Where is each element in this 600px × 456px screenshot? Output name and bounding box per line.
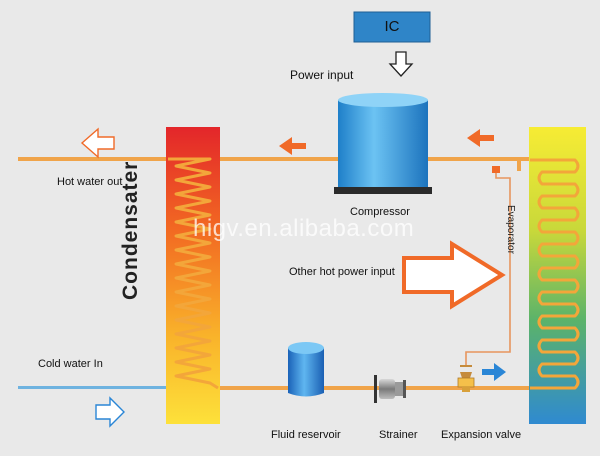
compressor <box>334 93 432 194</box>
other-hot-power-input-label: Other hot power input <box>289 266 395 278</box>
expansion-valve <box>457 365 475 392</box>
left-arrow-icon <box>279 137 306 155</box>
evaporator-label: Evaporator <box>505 205 516 254</box>
strainer <box>374 375 406 403</box>
fluid-reservoir <box>288 342 324 397</box>
ic-box <box>353 11 431 43</box>
cold-water-pipe <box>18 386 170 389</box>
left-arrow-icon <box>467 129 494 147</box>
left-arrow-icon <box>80 127 115 159</box>
right-arrow-icon <box>482 363 506 381</box>
compressor-label: Compressor <box>350 206 410 218</box>
down-arrow-icon <box>388 51 414 77</box>
expansion-valve-label: Expansion valve <box>441 429 522 441</box>
strainer-label: Strainer <box>379 429 418 441</box>
watermark: higv.en.alibaba.com <box>193 215 415 242</box>
power-input-label: Power input <box>290 68 354 82</box>
condenser <box>166 127 220 424</box>
fluid-reservoir-label: Fluid reservoir <box>271 429 341 441</box>
evaporator <box>529 127 586 424</box>
evaporator-return-line <box>465 166 511 366</box>
right-arrow-icon <box>402 240 506 310</box>
flow-arrows-top <box>279 129 494 155</box>
hot-water-pipe <box>18 157 168 161</box>
ic-label: IC <box>384 18 400 35</box>
right-arrow-icon <box>95 396 125 428</box>
hot-water-out-label: Hot water out <box>57 176 123 188</box>
condensater-label: Condensater <box>119 160 142 300</box>
cold-water-in-label: Cold water In <box>38 358 103 370</box>
